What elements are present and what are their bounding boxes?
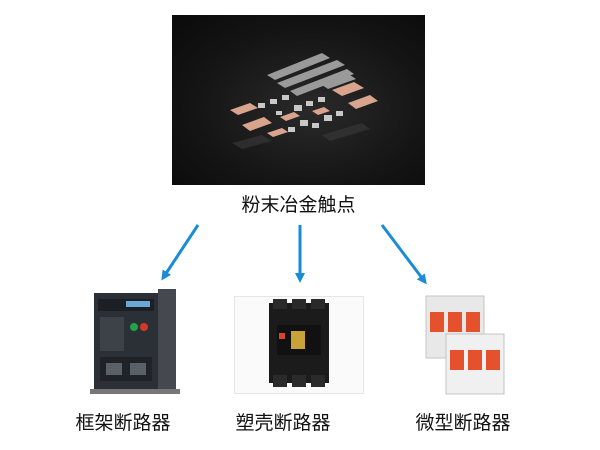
molded-case-breaker-caption: 塑壳断路器 xyxy=(235,412,331,434)
top-caption: 粉末冶金触点 xyxy=(241,194,356,216)
miniature-breaker-illustration xyxy=(425,295,505,395)
frame-breaker-caption: 框架断路器 xyxy=(75,412,171,434)
molded-case-breaker-illustration xyxy=(269,299,329,387)
miniature-breaker-image xyxy=(418,290,510,398)
frame-breaker-illustration xyxy=(90,289,180,394)
contacts-illustration xyxy=(230,53,378,149)
arrow-left xyxy=(161,224,200,281)
powder-metallurgy-contacts-image xyxy=(172,15,425,185)
molded-case-breaker-image xyxy=(234,296,364,394)
arrow-right xyxy=(380,224,427,285)
frame-breaker-image xyxy=(86,285,184,397)
miniature-breaker-caption: 微型断路器 xyxy=(415,412,511,434)
